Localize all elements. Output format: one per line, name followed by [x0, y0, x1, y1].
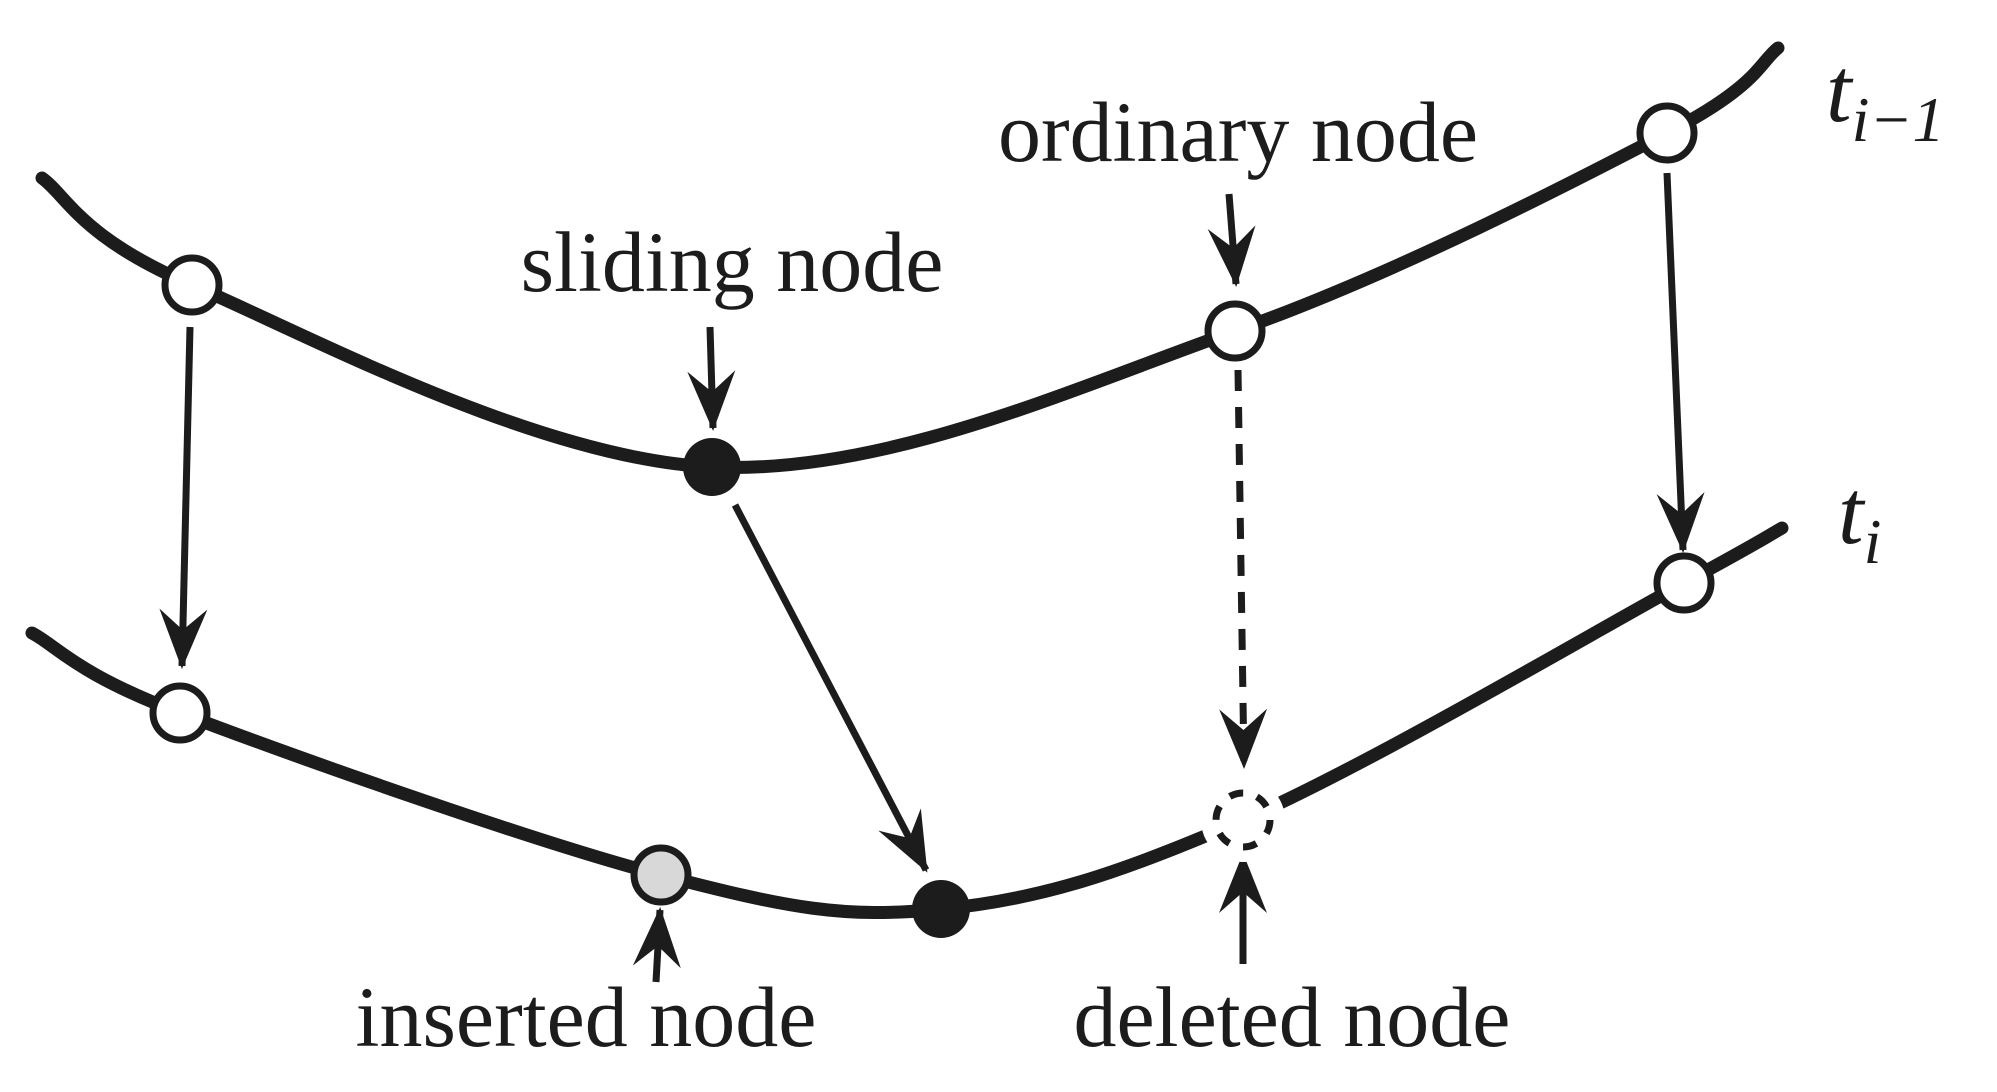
arrow-deleted-node-mapping — [1219, 369, 1268, 769]
arrow-ordinary-node-label — [1207, 193, 1256, 287]
time-label-current: ti — [1838, 461, 1881, 577]
ordinary-node-label: ordinary node — [998, 84, 1478, 180]
time-label-previous-subscript: i−1 — [1852, 84, 1945, 155]
inserted-node — [630, 844, 692, 906]
time-label-current-base: t — [1838, 461, 1866, 563]
deleted-node — [1212, 789, 1274, 851]
sliding-node-new-position — [912, 880, 970, 938]
sliding-node-label: sliding node — [521, 214, 944, 310]
ordinary-node — [1204, 300, 1266, 362]
curve-t-current — [25, 521, 1789, 920]
open-node-lower-left — [149, 682, 211, 744]
deleted-node-label: deleted node — [1074, 969, 1511, 1065]
open-node-upper-left — [161, 254, 223, 316]
arrow-left-node-mapping — [159, 326, 208, 669]
arrow-inserted-node-label — [632, 907, 681, 983]
inserted-node-label: inserted node — [356, 969, 817, 1065]
arrow-sliding-node-label — [687, 326, 736, 431]
sliding-node — [683, 438, 741, 496]
open-node-upper-right — [1636, 102, 1698, 164]
time-label-previous-base: t — [1826, 39, 1854, 141]
open-node-lower-right — [1653, 552, 1715, 614]
arrow-sliding-node-motion — [731, 503, 930, 873]
time-label-previous: ti−1 — [1826, 39, 1945, 155]
arrow-right-node-mapping — [1656, 172, 1705, 553]
time-label-current-subscript: i — [1864, 506, 1882, 577]
